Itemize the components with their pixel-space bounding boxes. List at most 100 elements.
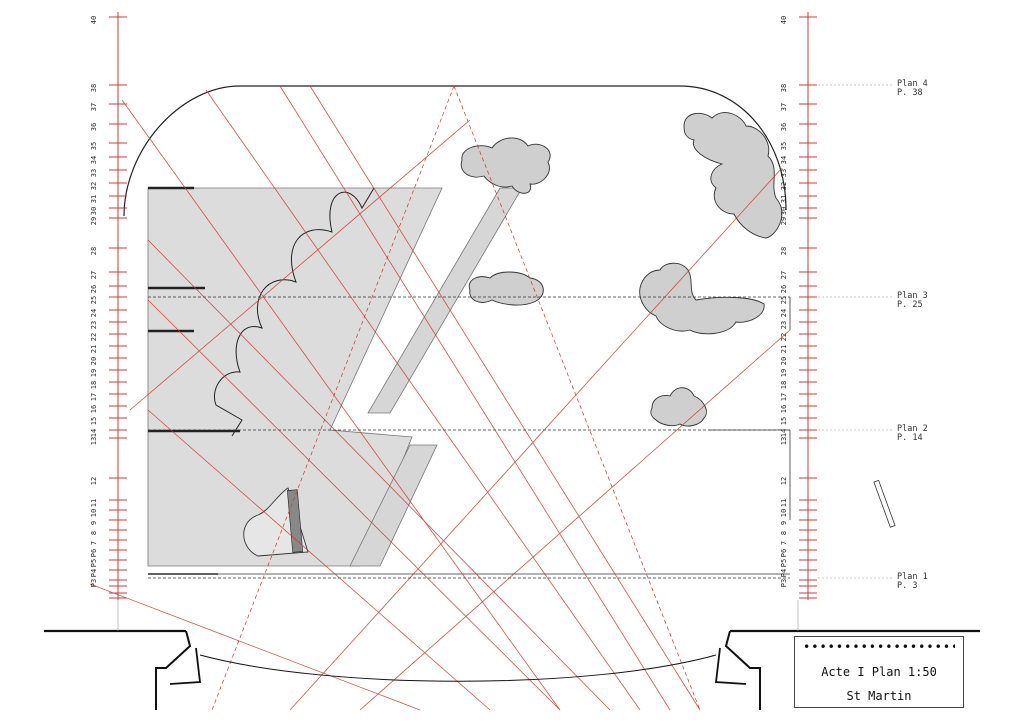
ruler-label: 12 [780,477,788,485]
plan-lines [148,296,791,579]
plan-page: P. 38 [897,88,923,98]
tree-shapes [460,112,783,427]
ruler-label: 20 [780,357,788,365]
sightlines [89,85,791,711]
ruler-left: 4038373635343332313029282726252423222120… [90,12,127,600]
plan-name: Plan 1 [897,572,928,582]
plan-name: Plan 3 [897,291,928,301]
ruler-label: 18 [780,381,788,389]
stage-set-wall-main [147,187,443,567]
ruler-label: 36 [780,123,788,131]
ruler-label: 38 [780,84,788,92]
ruler-label: 28 [780,247,788,255]
ruler-label: 31 [780,195,788,203]
ruler-label: 17 [780,393,788,401]
ruler-label: 24 [780,309,788,317]
ruler-label: 7 [780,541,788,545]
ruler-label: 37 [90,103,98,111]
ruler-label: 16 [90,405,98,413]
ruler-label: 35 [90,142,98,150]
ruler-label: 30 [780,207,788,215]
ruler-label: 38 [90,84,98,92]
ruler-label: 28 [90,247,98,255]
ruler-label: 19 [90,369,98,377]
ruler-label: 21 [780,345,788,353]
tree-icon [460,137,551,194]
ruler-label: P6 [90,549,98,557]
ruler-label: 23 [780,321,788,329]
ruler-label: 33 [780,169,788,177]
ruler-label: 9 [780,521,788,525]
tree-icon [650,387,707,427]
ruler-label: 10 [90,509,98,517]
ruler-label: 26 [90,285,98,293]
ruler-label: 22 [90,333,98,341]
ruler-label: 27 [90,271,98,279]
ruler-label: 16 [780,405,788,413]
plan-labels: Plan 4P. 38 Plan 3P. 25 Plan 2P. 14 Plan 1P… [818,79,928,591]
ruler-label: 25 [780,296,788,304]
plan-name: Plan 4 [897,79,928,89]
title-block: •••••••••••••••••••• Acte I Plan 1:50 St… [794,636,964,708]
ruler-label: 27 [780,271,788,279]
ruler-label: 10 [780,509,788,517]
plan-name: Plan 2 [897,424,928,434]
title-dots: •••••••••••••••••••• [803,641,955,653]
ruler-label: 21 [90,345,98,353]
ruler-label: P3 [780,579,788,587]
ruler-label: 40 [780,16,788,24]
scalloped-curtain [214,187,375,437]
plan-page: P. 3 [897,581,917,591]
ruler-label: P5 [780,559,788,567]
ruler-label: P4 [90,569,98,577]
ruler-label: P6 [780,549,788,557]
ruler-label: 17 [90,393,98,401]
ruler-label: 15 [780,417,788,425]
set-pieces [147,186,523,575]
plan-page: P. 14 [897,433,923,443]
ruler-label: 34 [780,156,788,164]
ruler-label: 32 [90,182,98,190]
ruler-label: 13 [780,437,788,445]
proscenium [44,600,980,710]
ruler-label: P3 [90,579,98,587]
ruler-label: 20 [90,357,98,365]
ruler-label: 30 [90,207,98,215]
stage-arc [123,85,787,217]
ruler-label: 36 [90,123,98,131]
tree-icon [468,271,544,306]
ruler-label: 11 [90,499,98,507]
tree-icon [639,262,765,335]
ruler-label: 26 [780,285,788,293]
ruler-label: 37 [780,103,788,111]
ruler-label: 12 [90,477,98,485]
ruler-label: 32 [780,182,788,190]
set-flat-lower [349,444,438,567]
ruler-label: 34 [90,156,98,164]
ruler-label: 15 [90,417,98,425]
ruler-label: 29 [780,217,788,225]
tree-icon [683,112,783,239]
ruler-label: P5 [90,559,98,567]
ruler-label: 11 [780,499,788,507]
ruler-label: 7 [90,541,98,545]
ruler-label: 40 [90,16,98,24]
ruler-label: 9 [90,521,98,525]
ruler-label: 22 [780,333,788,341]
ruler-label: 19 [780,369,788,377]
plan-page: P. 25 [897,300,923,310]
ruler-label: 24 [90,309,98,317]
ruler-label: 14 [90,429,98,437]
ruler-label: 8 [780,531,788,535]
ruler-label: 13 [90,437,98,445]
ruler-label: 29 [90,217,98,225]
ruler-label: 35 [780,142,788,150]
ruler-label: P4 [780,569,788,577]
ruler-label: 25 [90,296,98,304]
ruler-label: 33 [90,169,98,177]
ruler-label: 18 [90,381,98,389]
ruler-label: 31 [90,195,98,203]
ruler-label: 8 [90,531,98,535]
